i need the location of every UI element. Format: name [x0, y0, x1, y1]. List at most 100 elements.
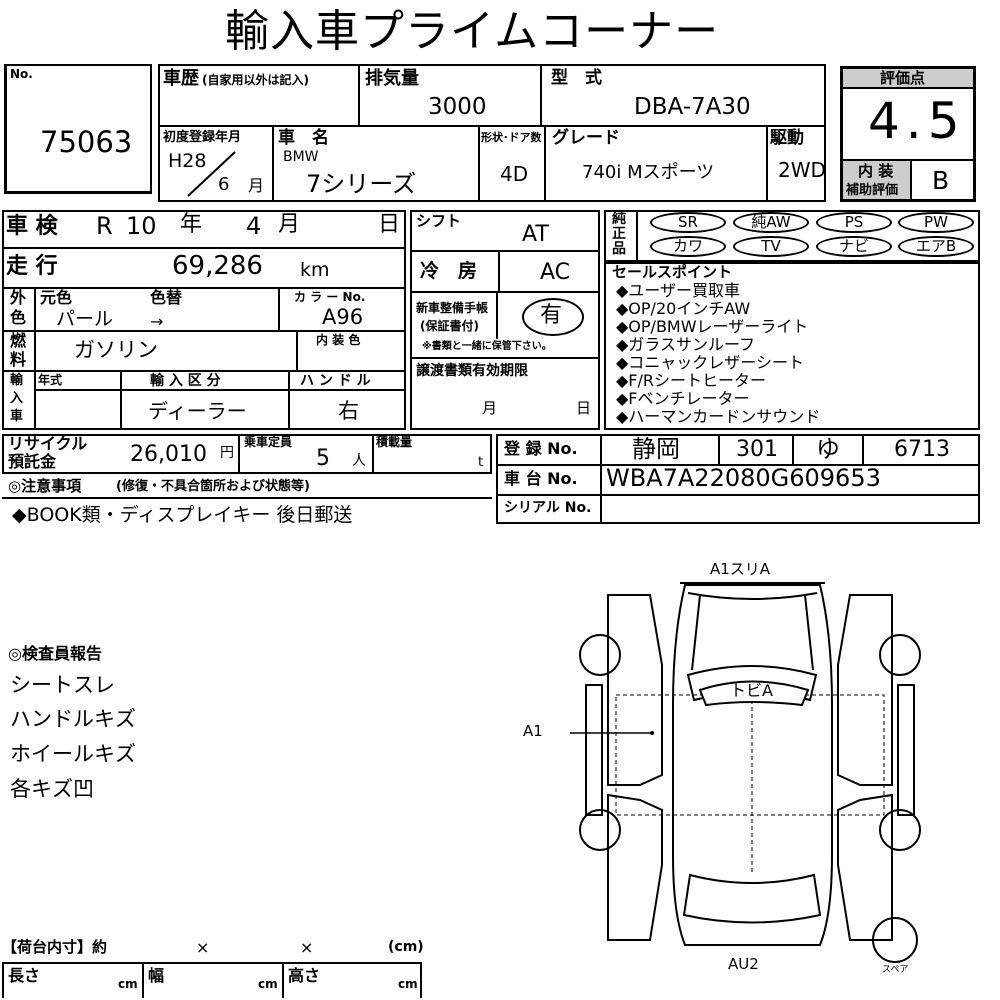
sales-point: ◆F/Rシートヒーター: [616, 371, 767, 390]
score-label: 評価点: [880, 69, 926, 87]
handle-label: ハ ン ド ル: [300, 373, 371, 389]
recycle-unit: 円: [220, 445, 234, 461]
height-unit: cm: [398, 977, 418, 991]
score-box: [840, 66, 976, 202]
mileage-value: 69,286: [172, 251, 263, 281]
notes-label: ◎注意事項: [8, 477, 82, 495]
exterior-label-2: 色: [10, 308, 27, 327]
displacement-label: 排気量: [365, 68, 419, 89]
sales-point: ◆OP/BMWレーザーライト: [616, 317, 809, 336]
equipment-ps: PS: [816, 212, 892, 233]
equipment-alloy-wheels: 純AW: [733, 212, 809, 233]
notes-subtitle: (修復・不具合箇所および状態等): [116, 479, 310, 494]
shift-label: シフト: [416, 212, 462, 230]
stock-number: 75063: [40, 125, 133, 159]
inspector-item: 各キズ凹: [10, 777, 94, 801]
shift-ac-block: [410, 210, 600, 430]
fuel-label-2: 料: [10, 350, 27, 369]
transfer-label: 譲渡書類有効期限: [416, 363, 528, 379]
car-maker: BMW: [283, 149, 319, 165]
inspection-label: 車 検: [6, 214, 58, 239]
transfer-month-unit: 月: [482, 399, 498, 417]
mileage-unit: km: [300, 259, 330, 281]
equipment-label-2: 正: [612, 226, 626, 242]
fuel-label-1: 燃: [10, 331, 27, 350]
diagram-label-spare: スペア: [882, 965, 909, 975]
sales-point: ◆ハーマンカードンサウンド: [616, 407, 821, 426]
equipment-label-1: 純: [612, 211, 626, 227]
equipment-airbag: エアB: [898, 236, 974, 257]
inspection-era: R: [96, 212, 113, 240]
interior-color-label: 内 装 色: [316, 333, 361, 347]
registration-number: 6713: [894, 437, 950, 462]
height-label: 高さ: [288, 966, 321, 985]
registration-kana: ゆ: [816, 435, 840, 463]
equipment-label-3: 品: [612, 241, 626, 257]
page-title: 輸入車プライムコーナー: [225, 6, 720, 57]
shift-value: AT: [522, 222, 549, 247]
import-type-value: ディーラー: [148, 399, 247, 423]
drive-value: 2WD: [778, 158, 826, 182]
cargo-label: 【荷台内寸】約: [2, 938, 108, 956]
first-registration-label: 初度登録年月: [163, 130, 242, 145]
sales-point: ◆OP/20インチAW: [616, 299, 751, 318]
model-label: 型 式: [551, 68, 602, 88]
drive-label: 駆動: [770, 128, 804, 148]
body-type-label: 形状･ドア数: [481, 131, 542, 144]
load-unit: t: [478, 455, 484, 470]
history-note: (自家用以外は記入): [202, 73, 309, 87]
color-change-label: 色替: [150, 288, 183, 307]
sales-points-label: セールスポイント: [612, 263, 733, 281]
recycle-label-1: リサイクル: [8, 434, 88, 453]
equipment-navi: ナビ: [816, 236, 892, 257]
displacement-value: 3000: [428, 94, 487, 120]
inspection-month: 4: [246, 212, 262, 240]
capacity-label: 乗車定員: [244, 435, 293, 449]
inspector-item: ハンドルキズ: [10, 707, 136, 731]
color-change-value: →: [150, 312, 164, 331]
color-number-label: カ ラ ー No.: [294, 290, 366, 304]
transfer-day-unit: 日: [576, 399, 592, 417]
cargo-unit: (cm): [388, 939, 424, 955]
recycle-label-2: 預託金: [8, 452, 57, 471]
interior-label-band: [843, 161, 910, 199]
length-unit: cm: [118, 977, 138, 991]
interior-label-2: 補助評価: [846, 183, 899, 198]
interior-label-1: 内 装: [858, 162, 894, 180]
import-type-label: 輸 入 区 分: [150, 373, 221, 389]
history-label: 車歴: [163, 68, 199, 89]
interior-value: B: [932, 166, 950, 195]
chassis-label: 車 台 No.: [504, 469, 578, 488]
equipment-leather: カワ: [650, 236, 726, 257]
sales-point: ◆ユーザー買取車: [616, 281, 740, 300]
import-label-1: 輸: [10, 373, 24, 388]
stock-number-box: [4, 64, 152, 194]
capacity-unit: 人: [352, 453, 366, 469]
no-label: No.: [10, 67, 33, 81]
equipment-sr: SR: [650, 212, 726, 233]
cargo-times-1: ×: [196, 938, 210, 957]
grade-value: 740i Mスポーツ: [582, 162, 715, 183]
inspection-year: 10: [126, 212, 157, 240]
registration-class: 301: [736, 437, 778, 462]
inspector-report-label: ◎検査員報告: [8, 644, 102, 663]
inspection-day-unit: 日: [378, 212, 401, 237]
score-label-band: [843, 69, 973, 89]
equipment-pw: PW: [898, 212, 974, 233]
equipment-block: [604, 210, 980, 262]
length-label: 長さ: [8, 966, 41, 985]
sales-point: ◆ガラスサンルーフ: [616, 335, 756, 354]
registration-area: 静岡: [632, 435, 680, 463]
model-year-label: 年式: [38, 373, 63, 387]
diagram-label-front: A1スリA: [710, 560, 771, 578]
inspection-block: [2, 210, 406, 430]
fuel-value: ガソリン: [74, 338, 158, 362]
notes-value: ◆BOOK類・ディスプレイキー 後日郵送: [12, 504, 353, 526]
body-type-value: 4D: [500, 162, 529, 186]
first-registration-month: 6: [218, 174, 230, 195]
registration-label: 登 録 No.: [504, 439, 578, 458]
equipment-tv: TV: [733, 236, 809, 257]
recycle-value: 26,010: [130, 442, 207, 467]
chassis-value: WBA7A22080G609653: [606, 464, 881, 492]
registration-block: [496, 434, 980, 524]
